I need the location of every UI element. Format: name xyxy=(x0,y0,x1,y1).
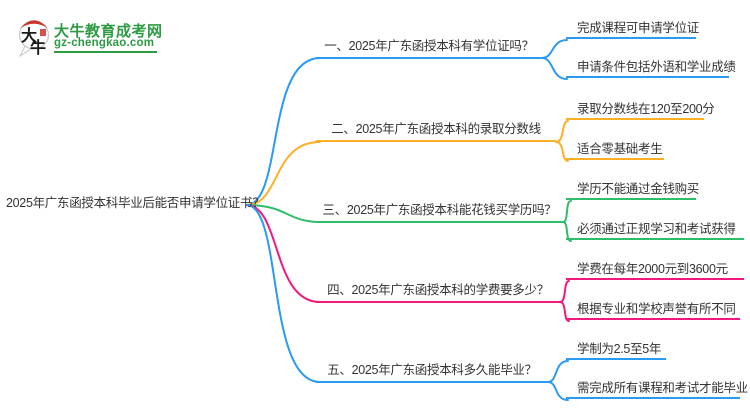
bull-logo-icon: 大 牛 xyxy=(18,20,50,57)
child-topic-2-2: 适合零基础考生 xyxy=(566,139,664,160)
connector-branch4-child2 xyxy=(559,301,570,322)
connector-branch3-child2 xyxy=(562,221,572,242)
child-topic-4-1: 学费在每年2000元到3600元 xyxy=(566,259,744,280)
root-topic: 2025年广东函授本科毕业后能否申请学位证书？ xyxy=(6,196,265,210)
connector-branch2-child2 xyxy=(555,141,569,162)
connector-branch5-child2 xyxy=(547,381,569,401)
connector-root-branch1 xyxy=(246,57,321,206)
branch-label-2: 二、2025年广东函授本科的录取分数线 xyxy=(316,119,556,142)
child-topic-1-2: 申请条件包括外语和学业成绩 xyxy=(566,57,736,78)
logo-underline xyxy=(54,51,157,53)
logo-red-arc xyxy=(20,20,48,28)
child-topic-3-1: 学历不能通过金钱购买 xyxy=(566,179,699,200)
site-domain: gz-chengkao.com xyxy=(54,37,155,49)
branch-label-3: 三、2025年广东函授本科能花钱买学历吗？ xyxy=(316,200,563,223)
logo-seal-stamp xyxy=(40,29,46,36)
child-topic-5-1: 学制为2.5至5年 xyxy=(566,339,666,360)
connector-root-branch2 xyxy=(246,141,321,206)
site-name: 大牛教育成考网 xyxy=(54,23,163,40)
connector-branch1-child2 xyxy=(541,57,568,80)
logo-icon-char-top: 大 xyxy=(21,26,37,45)
child-topic-1-1: 完成课程可申请学位证 xyxy=(566,18,699,39)
site-logo: 大 牛 大牛教育成考网 gz-chengkao.com xyxy=(0,0,180,60)
child-topic-5-2: 需完成所有课程和考试才能毕业 xyxy=(566,378,748,399)
child-topic-4-2: 根据专业和学校声誉有所不同 xyxy=(566,299,740,320)
connector-branch5-child1 xyxy=(547,360,569,383)
connector-root-branch3 xyxy=(246,204,321,223)
branch-label-1: 一、2025年广东函授本科有学位证吗？ xyxy=(316,36,542,59)
connector-root-branch4 xyxy=(246,204,321,303)
logo-icon-char-bottom: 牛 xyxy=(30,38,46,57)
child-topic-2-1: 录取分数线在120至200分 xyxy=(566,99,715,120)
branch-label-4: 四、2025年广东函授本科的学费要多少？ xyxy=(316,280,560,303)
branch-label-5: 五、2025年广东函授本科多久能毕业？ xyxy=(316,360,548,383)
connector-root-branch5 xyxy=(246,204,321,383)
connector-branch1-child1 xyxy=(541,39,568,59)
child-topic-3-2: 必须通过正规学习和考试获得 xyxy=(566,219,744,240)
